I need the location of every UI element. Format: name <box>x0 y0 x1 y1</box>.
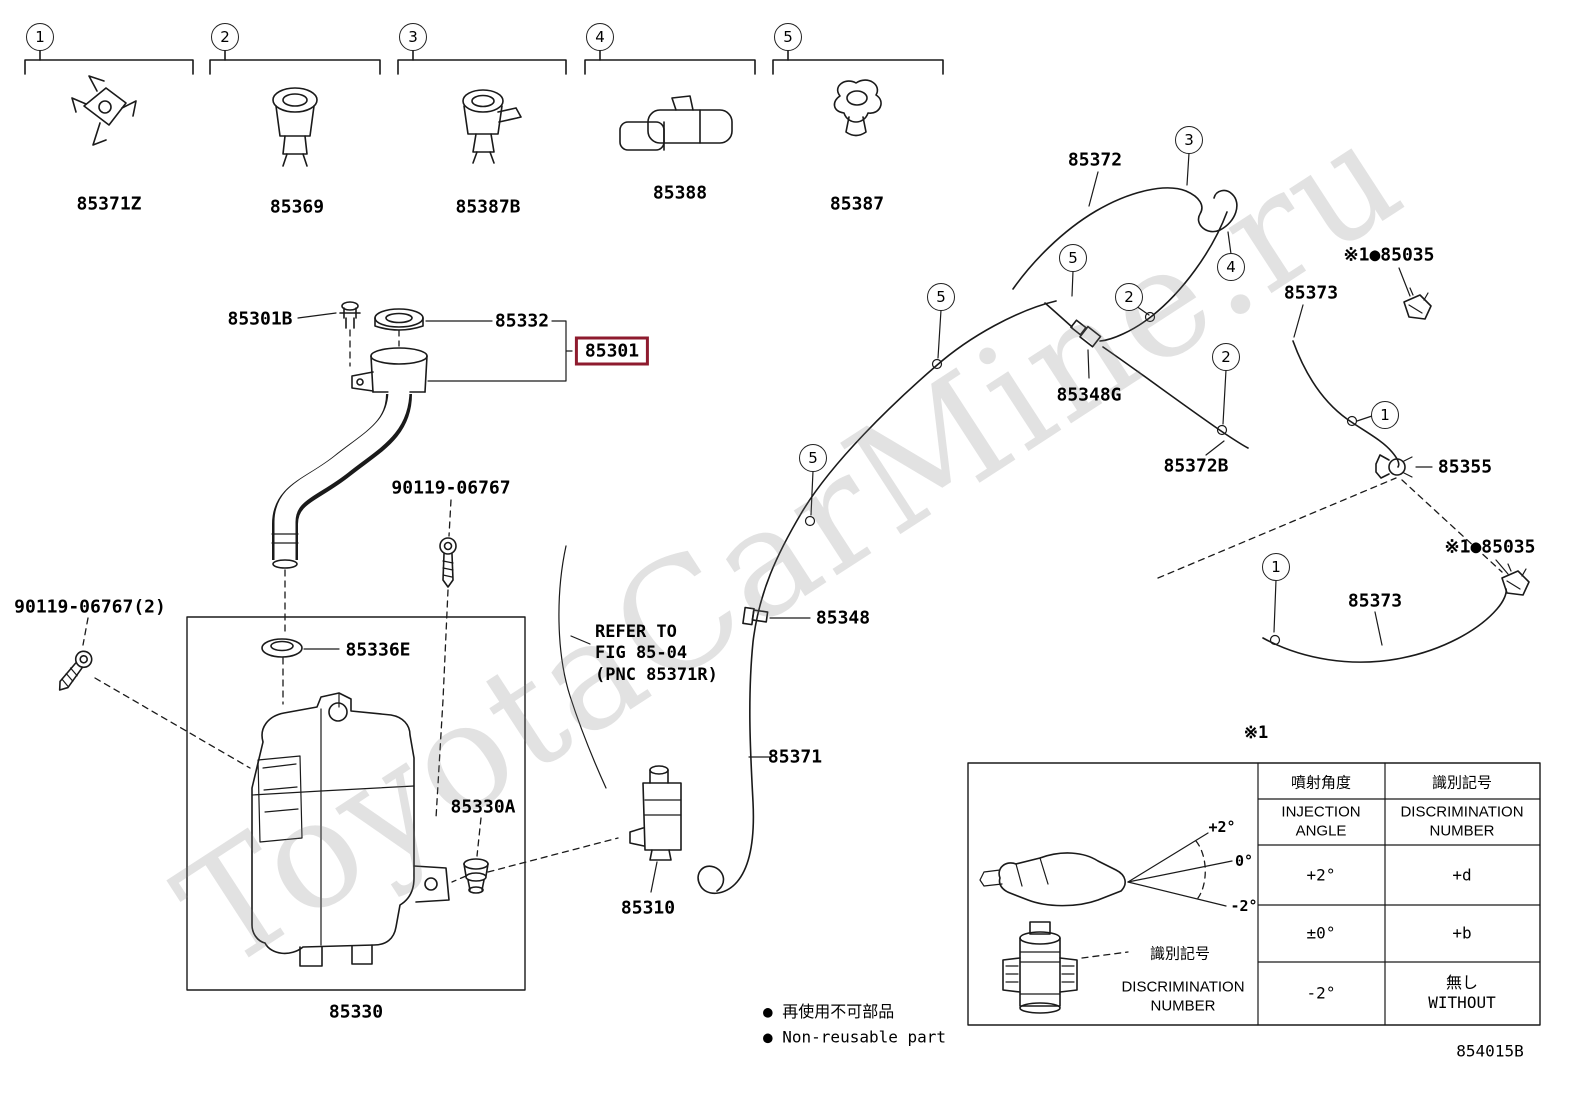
part-label-85371[interactable]: 85371 <box>767 746 823 768</box>
callout-circle-4: 4 <box>586 23 614 51</box>
part-label-85330a[interactable]: 85330A <box>450 796 516 818</box>
part-label-85373-lower[interactable]: 85373 <box>1347 590 1403 612</box>
hose-85373-upper-drawing <box>1292 304 1400 468</box>
part-label-85373-upper[interactable]: 85373 <box>1283 282 1339 304</box>
illustration-label-disc-jp: 識別記号 <box>1149 945 1211 963</box>
tank-drawing <box>186 616 526 991</box>
table-header-disc-jp: 識別記号 <box>1431 774 1493 792</box>
part-label-90119-06767[interactable]: 90119-06767 <box>391 477 511 499</box>
part-label-90119-06767-2[interactable]: 90119-06767(2) <box>14 596 166 618</box>
part-label-85301b[interactable]: 85301B <box>227 308 293 330</box>
angle-mark-zero: 0° <box>1234 852 1254 870</box>
hose-85372b-drawing <box>1102 346 1249 456</box>
part-label-85369[interactable]: 85369 <box>269 196 325 218</box>
part-label-85372b[interactable]: 85372B <box>1163 455 1229 477</box>
callout-circle-hose-3: 3 <box>1175 126 1203 154</box>
illustration-label-disc-en: DISCRIMINATION NUMBER <box>1121 978 1245 1014</box>
screw-90119-right-drawing <box>435 499 457 819</box>
callout-leaders <box>810 152 1373 633</box>
nozzle-85371z-icon <box>71 75 137 146</box>
clip-85035-lower-drawing <box>1495 559 1530 596</box>
grommet-85387-icon <box>833 79 882 137</box>
refer-note-line3: (PNC 85371R) <box>595 665 718 685</box>
figure-code: 854015B <box>1456 1041 1524 1061</box>
grommet-85330a-drawing <box>451 817 619 894</box>
part-label-85348g[interactable]: 85348G <box>1056 384 1122 406</box>
hose-85371-drawing <box>697 300 1057 895</box>
joint-85388-icon <box>619 95 733 151</box>
callout-circle-5: 5 <box>774 23 802 51</box>
table-cell-angle-2: ±0° <box>1306 923 1336 943</box>
part-label-85035-upper[interactable]: ※1●85035 <box>1343 244 1435 266</box>
nozzle-angle-illustration <box>979 832 1233 907</box>
nozzle-85387b-icon <box>462 89 522 164</box>
leader-lines-85301 <box>297 312 573 382</box>
callout-circle-hose-4: 4 <box>1217 253 1245 281</box>
angle-mark-minus2: -2° <box>1230 897 1258 915</box>
pump-85310-drawing <box>629 765 682 893</box>
grommet-85336e-drawing <box>261 638 340 658</box>
cap-85332-drawing <box>374 308 424 331</box>
part-label-85035-lower[interactable]: ※1●85035 <box>1444 536 1536 558</box>
spec-table-grid <box>967 762 1541 1026</box>
callout-circle-2: 2 <box>211 23 239 51</box>
part-label-85310[interactable]: 85310 <box>620 897 676 919</box>
callout-circle-hose-5b: 5 <box>927 283 955 311</box>
refer-note-line1: REFER TO <box>595 622 677 642</box>
refer-note-line2: FIG 85-04 <box>595 643 688 663</box>
part-label-85330[interactable]: 85330 <box>328 1001 384 1023</box>
table-header-angle-jp: 噴射角度 <box>1290 774 1352 792</box>
pump-discrimination-illustration <box>1002 921 1129 1014</box>
filler-neck-drawing <box>271 347 428 705</box>
callout-circle-hose-1b: 1 <box>1262 553 1290 581</box>
table-cell-disc-1: +d <box>1452 865 1472 885</box>
legend-non-reusable-en: ● Non-reusable part <box>763 1027 947 1047</box>
clip-85355-drawing <box>1375 454 1433 479</box>
table-cell-disc-2: +b <box>1452 923 1472 943</box>
part-label-85371z[interactable]: 85371Z <box>76 193 142 215</box>
part-label-85387[interactable]: 85387 <box>829 193 885 215</box>
connector-85348-drawing <box>742 606 811 626</box>
legend-non-reusable-jp: ● 再使用不可部品 <box>763 1002 895 1021</box>
connector-85348g-drawing <box>1044 302 1102 379</box>
part-label-85301-selected[interactable]: 85301 <box>574 336 650 366</box>
hose-85371r-drawing <box>558 545 607 789</box>
part-label-85332[interactable]: 85332 <box>494 310 550 332</box>
table-header-disc-en: DISCRIMINATION NUMBER <box>1400 803 1524 839</box>
callout-circle-3: 3 <box>399 23 427 51</box>
table-cell-angle-3: -2° <box>1306 983 1336 1003</box>
callout-circle-1: 1 <box>26 23 54 51</box>
angle-mark-plus2: +2° <box>1208 818 1236 836</box>
hose-85373-lower-drawing <box>1262 588 1507 663</box>
screw-90119-left-drawing <box>58 617 251 769</box>
clip-85035-upper-drawing <box>1398 267 1432 320</box>
callout-circle-hose-5c: 5 <box>799 444 827 472</box>
nozzle-85369-icon <box>272 87 318 167</box>
top-brackets <box>24 49 944 75</box>
table-cell-angle-1: +2° <box>1306 865 1336 885</box>
callout-circle-hose-2b: 2 <box>1212 343 1240 371</box>
part-label-85336e[interactable]: 85336E <box>345 639 411 661</box>
part-label-85387b[interactable]: 85387B <box>455 196 521 218</box>
part-label-85388[interactable]: 85388 <box>652 182 708 204</box>
clip-85301b-drawing <box>339 301 361 329</box>
callout-circle-hose-2a: 2 <box>1115 283 1143 311</box>
table-note-ref: ※1 <box>1243 723 1269 743</box>
part-label-85348[interactable]: 85348 <box>815 607 871 629</box>
dashed-guides-right <box>1157 477 1503 579</box>
hose-85372-drawing <box>1012 171 1238 342</box>
part-label-85372[interactable]: 85372 <box>1067 149 1123 171</box>
callout-circle-hose-1a: 1 <box>1371 401 1399 429</box>
table-cell-disc-3: 無し WITHOUT <box>1428 973 1496 1012</box>
part-label-85355[interactable]: 85355 <box>1437 456 1493 478</box>
callout-circle-hose-5a: 5 <box>1059 244 1087 272</box>
table-header-angle-en: INJECTION ANGLE <box>1281 803 1361 839</box>
